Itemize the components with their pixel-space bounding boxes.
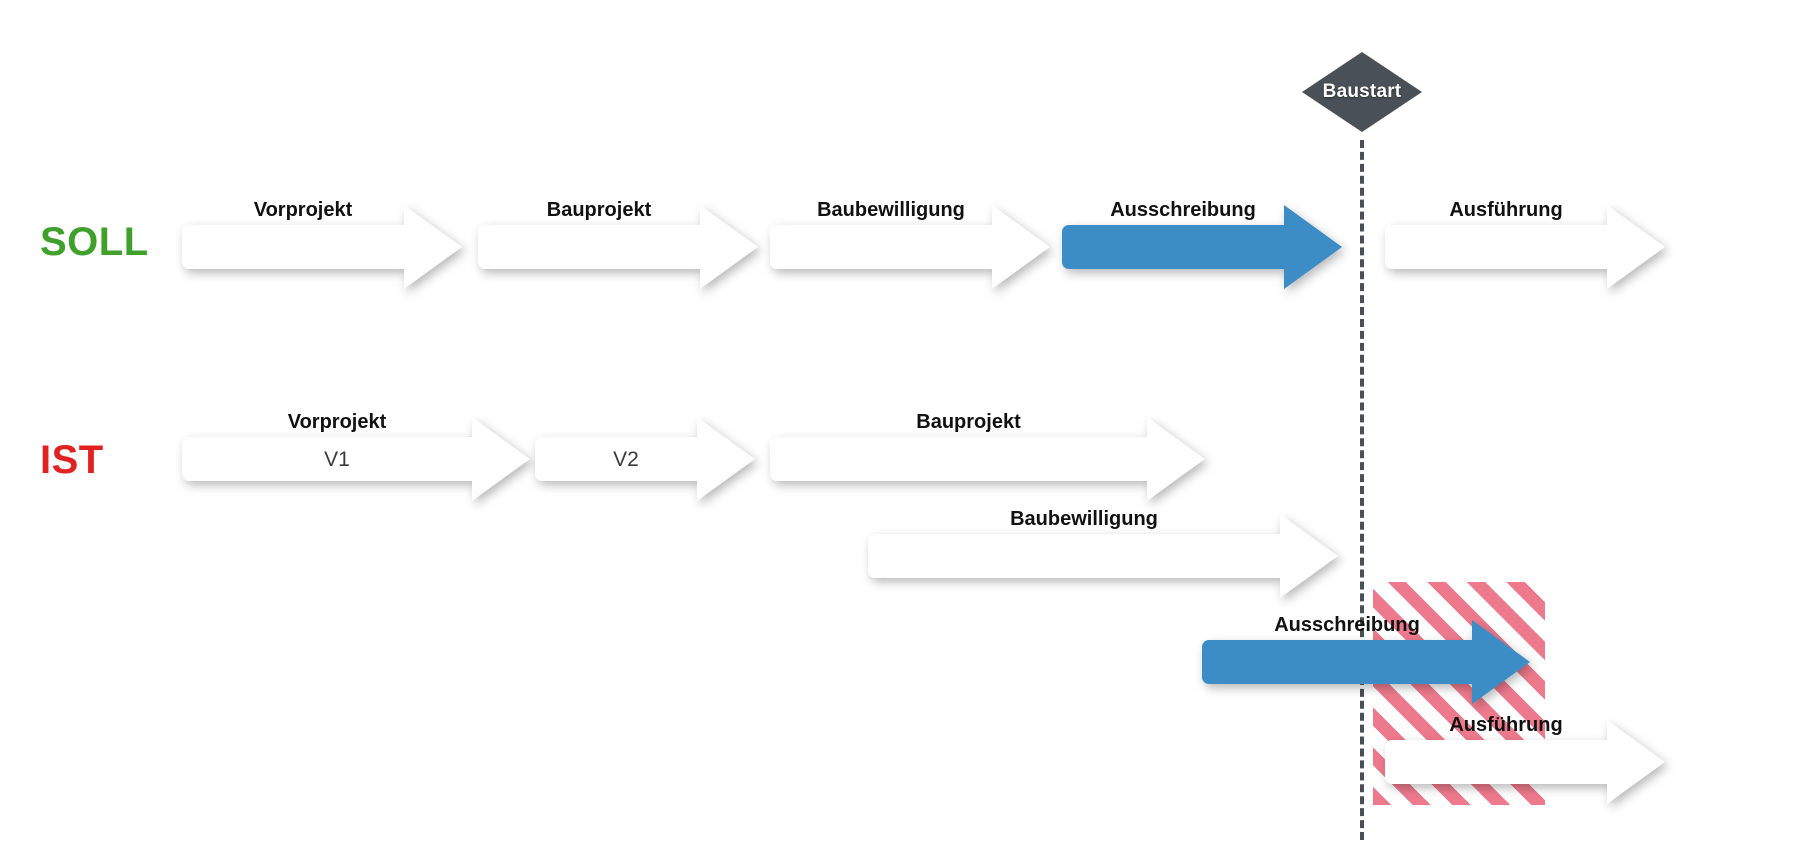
- baustart-guide-line: [1360, 140, 1364, 840]
- ist-phase-version-v2: V2: [613, 448, 639, 471]
- soll-phase-arrow-ausschreibung[interactable]: [1062, 205, 1342, 289]
- arrow-body: [1062, 225, 1304, 269]
- arrow-body: [770, 437, 1167, 481]
- soll-phase-label-ausschreibung: Ausschreibung: [1110, 199, 1256, 221]
- arrow-body: [770, 225, 1012, 269]
- ist-phase-arrow-bauprojekt[interactable]: [770, 417, 1205, 501]
- ist-phase-version-v1: V1: [324, 448, 350, 471]
- soll-phase-label-vorprojekt: Vorprojekt: [253, 199, 353, 221]
- soll-phase-arrow-ausfuehrung[interactable]: [1385, 205, 1665, 289]
- row-label-ist: IST: [40, 438, 104, 482]
- arrow-body: [1385, 740, 1627, 784]
- soll-phase-arrow-vorprojekt[interactable]: [182, 205, 462, 289]
- arrow-body: [478, 225, 720, 269]
- soll-phase-label-bauprojekt: Bauprojekt: [546, 199, 652, 221]
- ist-phase-arrow-ausfuehrung[interactable]: [1385, 720, 1665, 804]
- ist-phase-arrow-baubewilligung[interactable]: [868, 514, 1338, 598]
- arrow-body: [868, 534, 1300, 578]
- soll-phase-arrow-baubewilligung[interactable]: [770, 205, 1050, 289]
- ist-phase-label-baubewilligung: Baubewilligung: [1010, 508, 1158, 530]
- arrow-body: [535, 437, 717, 481]
- ist-phase-label-bauprojekt: Bauprojekt: [916, 411, 1021, 433]
- arrow-body: [1385, 225, 1627, 269]
- soll-phase-label-ausfuehrung: Ausführung: [1449, 199, 1563, 221]
- ist-phase-arrow-ausschreibung[interactable]: [1202, 620, 1530, 704]
- arrow-body: [1202, 640, 1492, 684]
- milestone-baustart[interactable]: Baustart: [1302, 52, 1422, 132]
- soll-phase-arrow-bauprojekt[interactable]: [478, 205, 758, 289]
- arrow-body: [182, 437, 492, 481]
- arrow-body: [182, 225, 424, 269]
- milestone-label: Baustart: [1322, 81, 1402, 102]
- soll-phase-label-baubewilligung: Baubewilligung: [817, 199, 965, 221]
- ist-phase-label-ausfuehrung: Ausführung: [1449, 714, 1563, 736]
- row-label-soll: SOLL: [40, 220, 149, 264]
- ist-phase-label-ausschreibung: Ausschreibung: [1274, 614, 1420, 636]
- ist-phase-label-vorprojekt: Vorprojekt: [287, 411, 387, 433]
